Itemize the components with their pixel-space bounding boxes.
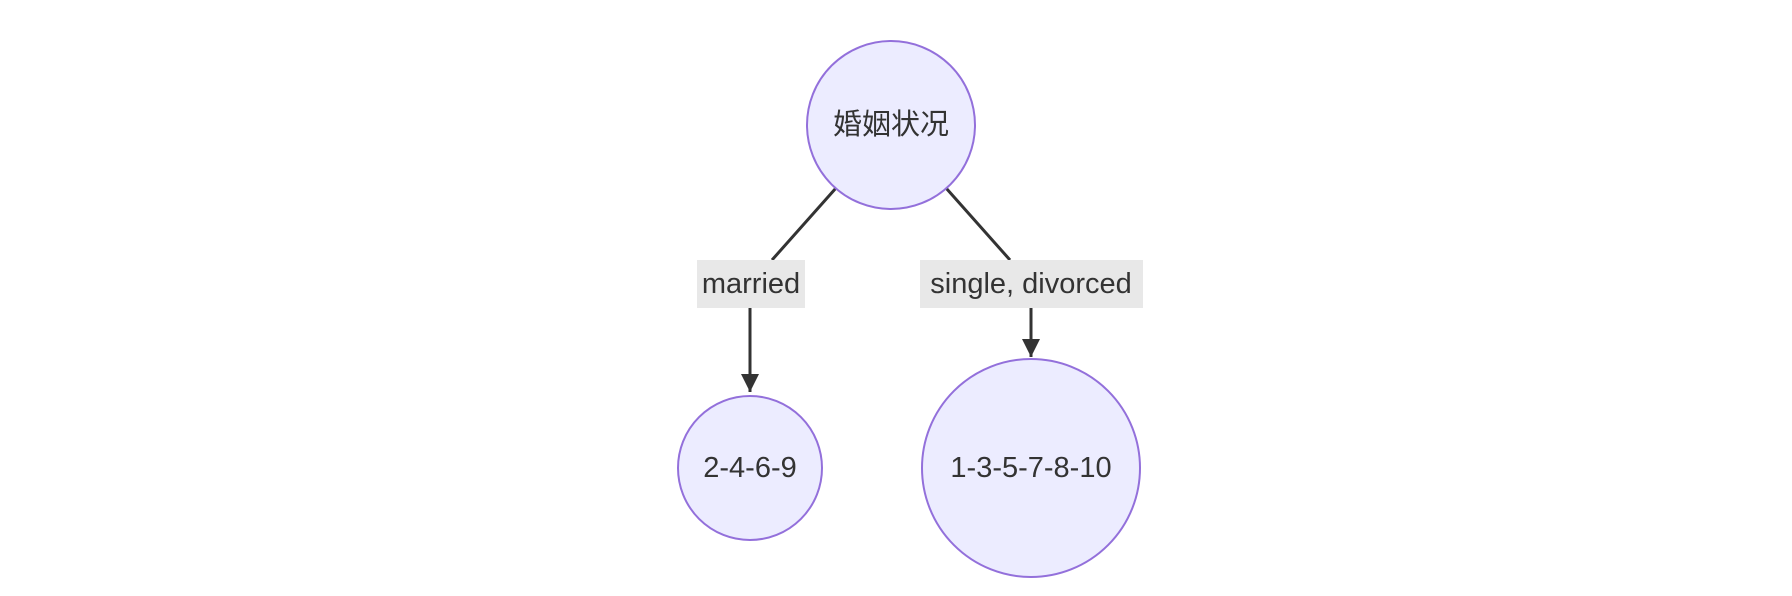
edge-single-divorced-line-upper bbox=[944, 187, 1012, 261]
leaf-node-married-label: 2-4-6-9 bbox=[703, 452, 797, 484]
leaf-node-married: 2-4-6-9 bbox=[677, 395, 823, 541]
edge-married: married bbox=[697, 187, 838, 392]
root-node: 婚姻状况 bbox=[806, 40, 976, 210]
edge-married-line-upper bbox=[770, 187, 838, 261]
edge-married-label-bg bbox=[697, 260, 805, 308]
leaf-node-single-divorced-circle bbox=[921, 358, 1141, 578]
edge-single-divorced: single, divorced bbox=[920, 187, 1143, 357]
root-node-circle bbox=[806, 40, 976, 210]
root-node-label: 婚姻状况 bbox=[833, 108, 949, 141]
leaf-node-single-divorced-label: 1-3-5-7-8-10 bbox=[950, 452, 1111, 484]
leaf-node-married-circle bbox=[677, 395, 823, 541]
leaf-node-single-divorced: 1-3-5-7-8-10 bbox=[921, 358, 1141, 578]
edge-married-label: married bbox=[702, 268, 800, 300]
edge-single-divorced-label: single, divorced bbox=[930, 268, 1132, 300]
edge-single-divorced-label-bg bbox=[920, 260, 1143, 308]
